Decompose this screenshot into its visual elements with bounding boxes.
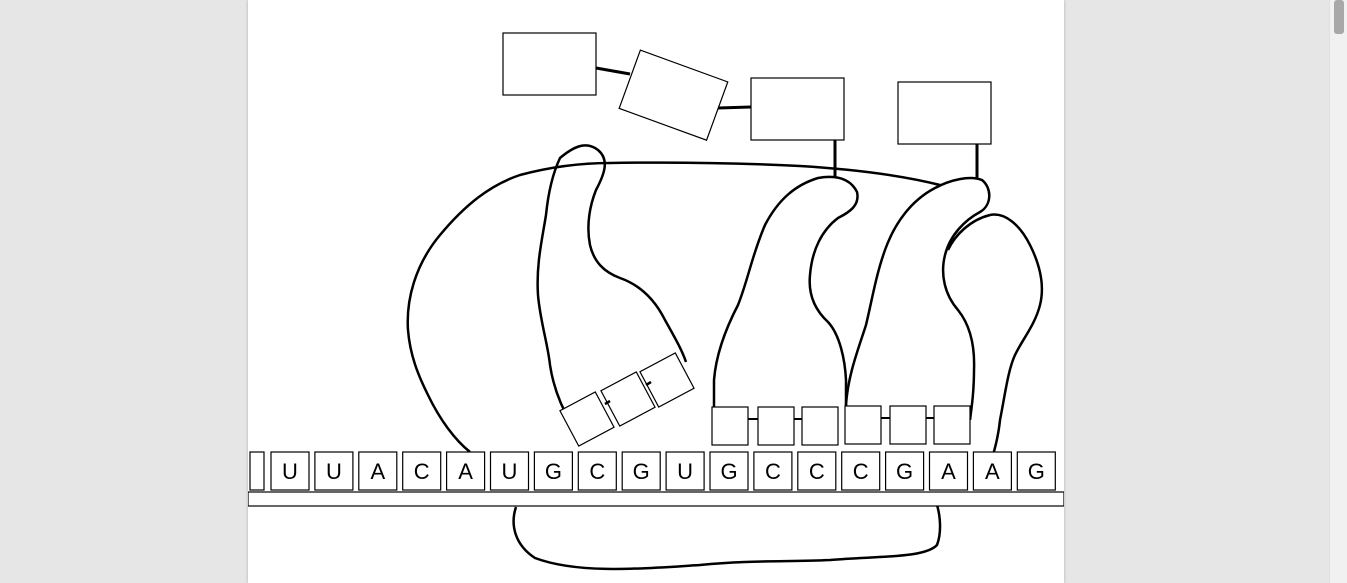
amino-acid-box-4 (897, 81, 992, 145)
amino-acid-box-2 (618, 49, 729, 141)
mrna-base-label: G (545, 459, 562, 484)
mrna-base-label: G (633, 459, 650, 484)
mrna-base-box (621, 451, 661, 491)
vertical-scrollbar[interactable] (1329, 0, 1347, 583)
mrna-base-box (270, 451, 310, 491)
trna-right (844, 176, 991, 421)
mrna-base-label: C (765, 459, 781, 484)
mrna-base-box (709, 451, 749, 491)
mrna-base-box (1016, 451, 1056, 491)
mrna-base-label: C (414, 459, 430, 484)
mrna-base-label: U (502, 459, 518, 484)
anticodon-box-3 (801, 406, 839, 446)
mrna-base-label: G (896, 459, 913, 484)
anticodon-box-1 (711, 406, 749, 446)
peptide-bond-2 (717, 105, 752, 110)
anticodon-box-left-2 (600, 371, 656, 427)
scrollbar-thumb[interactable] (1334, 0, 1344, 34)
mrna-base-label: C (589, 459, 605, 484)
anticodon-box-5 (889, 405, 927, 445)
mrna-base-label: C (853, 459, 869, 484)
mrna-base-box (884, 451, 925, 491)
trna-middle (712, 175, 859, 407)
mrna-base-box (489, 451, 530, 491)
mrna-backbone (248, 491, 1064, 507)
mrna-base-label: U (677, 459, 693, 484)
mrna-base-box (665, 451, 705, 491)
mrna-base-box (402, 451, 442, 491)
amino-acid-box-3 (750, 77, 845, 141)
mrna-base-box (577, 451, 617, 491)
mrna-base-box (797, 451, 837, 491)
anticodon-box-left-1 (559, 391, 615, 447)
mrna-base-box (841, 451, 881, 491)
mrna-base-label: U (282, 459, 298, 484)
amino-acid-box-1 (502, 32, 597, 96)
mrna-base-label: G (720, 459, 737, 484)
mrna-base-box (753, 451, 793, 491)
trna-left (536, 144, 688, 426)
ribosome-right-lobe-inner (946, 213, 991, 251)
mrna-base-box (314, 451, 354, 491)
mrna-base-label: A (458, 459, 473, 484)
mrna-base-label: A (370, 459, 385, 484)
mrna-base-label: G (1028, 459, 1045, 484)
mrna-leading-cap (249, 451, 265, 491)
mrna-base-box (533, 451, 574, 491)
anticodon-box-left-3 (639, 352, 695, 408)
mrna-base-label: U (326, 459, 342, 484)
mrna-base-box (358, 451, 398, 491)
mrna-base-box (972, 451, 1013, 491)
anticodon-box-4 (844, 405, 882, 445)
mrna-base-box (446, 451, 486, 491)
mrna-base-label: C (809, 459, 825, 484)
peptide-bond-1 (595, 66, 631, 76)
anticodon-box-6 (933, 405, 971, 445)
anticodon-box-2 (757, 406, 795, 446)
mrna-base-label: A (941, 459, 956, 484)
ribosome-right-lobe (986, 213, 1044, 473)
mrna-base-box (928, 451, 969, 491)
ribosome-large-subunit (406, 161, 941, 453)
ribosome-small-subunit (512, 504, 942, 571)
mrna-base-label: A (985, 459, 1000, 484)
